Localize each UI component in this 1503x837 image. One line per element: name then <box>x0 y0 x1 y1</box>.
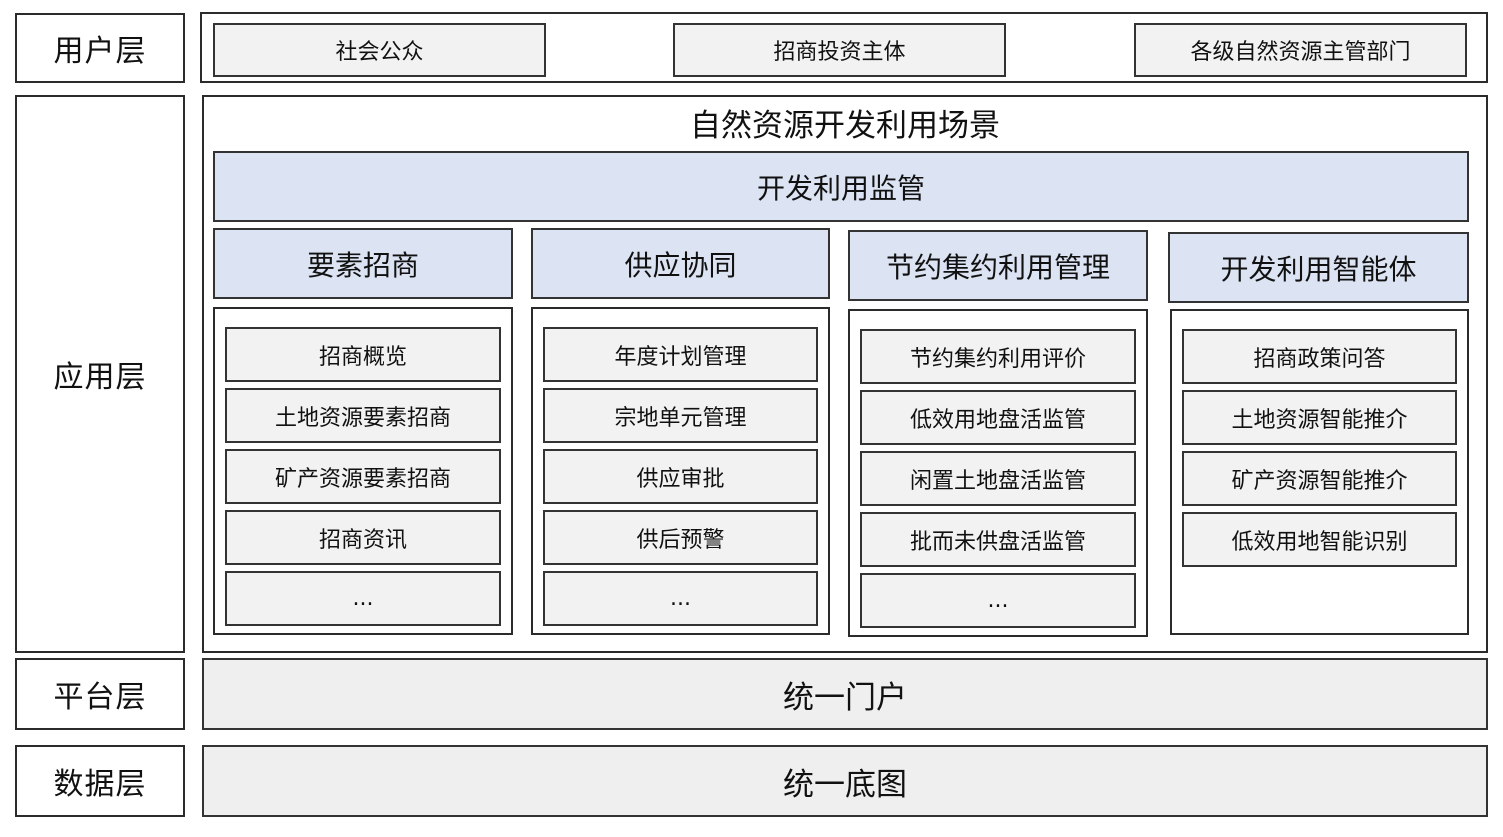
list-item: 节约集约利用评价 <box>860 329 1136 384</box>
column-frame-agent: 招商政策问答 土地资源智能推介 矿产资源智能推介 低效用地智能识别 <box>1170 309 1469 635</box>
list-item: ... <box>543 571 818 626</box>
list-item: 批而未供盘活监管 <box>860 512 1136 567</box>
column-header-supply: 供应协同 <box>531 228 830 299</box>
column-frame-investment: 招商概览 土地资源要素招商 矿产资源要素招商 招商资讯 ... <box>213 307 513 635</box>
list-item: 供后预警 <box>543 510 818 565</box>
user-item-investors: 招商投资主体 <box>673 23 1006 77</box>
column-header-investment: 要素招商 <box>213 228 513 299</box>
list-item: 土地资源智能推介 <box>1182 390 1457 445</box>
data-basemap-bar: 统一底图 <box>202 745 1488 817</box>
column-header-agent: 开发利用智能体 <box>1168 232 1469 303</box>
list-item: 招商政策问答 <box>1182 329 1457 384</box>
layer-label-application: 应用层 <box>15 95 185 653</box>
list-item: 低效用地盘活监管 <box>860 390 1136 445</box>
layer-label-data: 数据层 <box>15 745 185 817</box>
list-item: 供应审批 <box>543 449 818 504</box>
list-item: 年度计划管理 <box>543 327 818 382</box>
layer-label-user: 用户层 <box>15 13 185 83</box>
supervision-bar: 开发利用监管 <box>213 151 1469 222</box>
column-header-intensive-use: 节约集约利用管理 <box>848 230 1148 301</box>
list-item: 招商资讯 <box>225 510 501 565</box>
column-frame-supply: 年度计划管理 宗地单元管理 供应审批 供后预警 ... <box>531 307 830 635</box>
list-item: 矿产资源智能推介 <box>1182 451 1457 506</box>
user-item-authorities: 各级自然资源主管部门 <box>1134 23 1467 77</box>
list-item: 闲置土地盘活监管 <box>860 451 1136 506</box>
list-item: 土地资源要素招商 <box>225 388 501 443</box>
scene-title: 自然资源开发利用场景 <box>690 107 1000 144</box>
list-item: 招商概览 <box>225 327 501 382</box>
list-item: ... <box>225 571 501 626</box>
list-item: 矿产资源要素招商 <box>225 449 501 504</box>
list-item: 宗地单元管理 <box>543 388 818 443</box>
column-frame-intensive-use: 节约集约利用评价 低效用地盘活监管 闲置土地盘活监管 批而未供盘活监管 ... <box>848 309 1148 637</box>
platform-portal-bar: 统一门户 <box>202 658 1488 730</box>
user-item-public: 社会公众 <box>213 23 546 77</box>
list-item: ... <box>860 573 1136 628</box>
layer-label-platform: 平台层 <box>15 658 185 730</box>
list-item: 低效用地智能识别 <box>1182 512 1457 567</box>
